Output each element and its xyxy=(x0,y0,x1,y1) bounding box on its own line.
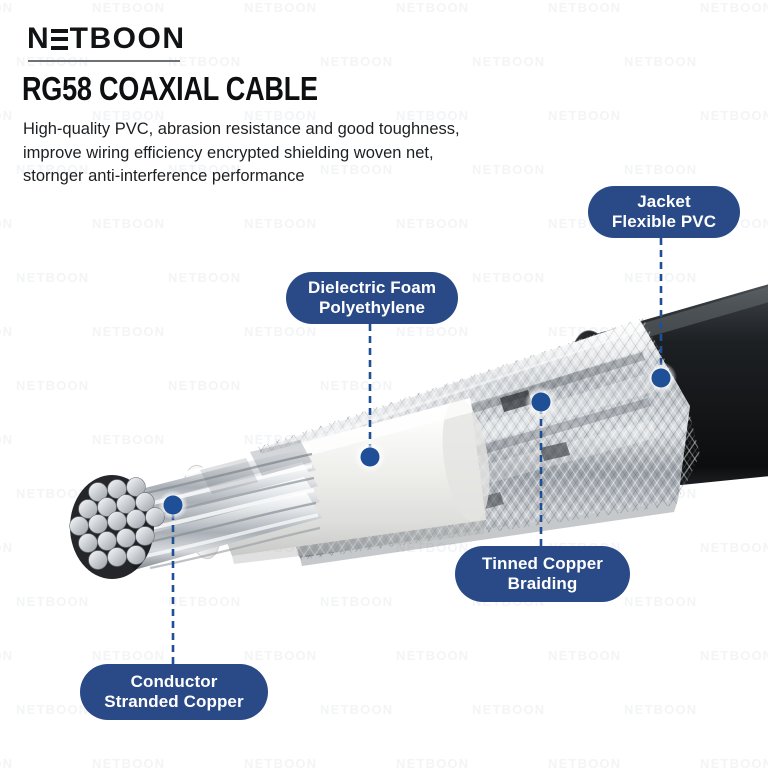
description-line-1: High-quality PVC, abrasion resistance an… xyxy=(23,120,460,138)
logo-e-glyph-icon xyxy=(51,28,69,50)
page-title: RG58 COAXIAL CABLE xyxy=(22,70,318,107)
callout-badge-dielectric: Dielectric Foam Polyethylene xyxy=(286,272,458,324)
cable-conductor-layer xyxy=(69,440,322,579)
dielectric-marker-dot xyxy=(360,447,380,467)
callout-badge-jacket: Jacket Flexible PVC xyxy=(588,186,740,238)
conductor-marker-dot xyxy=(163,495,183,515)
header-divider xyxy=(28,60,180,62)
description-line-2: improve wiring efficiency encrypted shie… xyxy=(23,143,434,162)
description-line-3: stornger anti-interference performance xyxy=(23,167,305,185)
callout-badge-braiding: Tinned Copper Braiding xyxy=(455,546,630,602)
callout-dielectric-line1: Dielectric Foam xyxy=(307,278,437,297)
logo-text-part2: TBOON xyxy=(69,22,186,55)
callout-conductor-line2: Stranded Copper xyxy=(104,692,244,711)
callout-jacket-line1: Jacket xyxy=(637,192,691,211)
callout-dielectric-line2: Polyethylene xyxy=(318,298,426,317)
callout-badge-conductor: Conductor Stranded Copper xyxy=(80,664,268,720)
logo-text-part1: N xyxy=(27,22,51,55)
jacket-marker-dot xyxy=(651,368,671,388)
callout-leader-lines xyxy=(158,238,677,664)
callout-braiding-line2: Braiding xyxy=(507,574,578,593)
braiding-marker-dot xyxy=(531,392,551,412)
product-description: High-quality PVC, abrasion resistance an… xyxy=(23,118,623,189)
conductor-strand-bundle xyxy=(69,475,165,579)
brand-logo: N TBOON xyxy=(27,24,186,54)
callout-conductor-line1: Conductor xyxy=(130,672,218,691)
callout-braiding-line1: Tinned Copper xyxy=(482,554,603,573)
callout-jacket-line2: Flexible PVC xyxy=(611,212,717,231)
